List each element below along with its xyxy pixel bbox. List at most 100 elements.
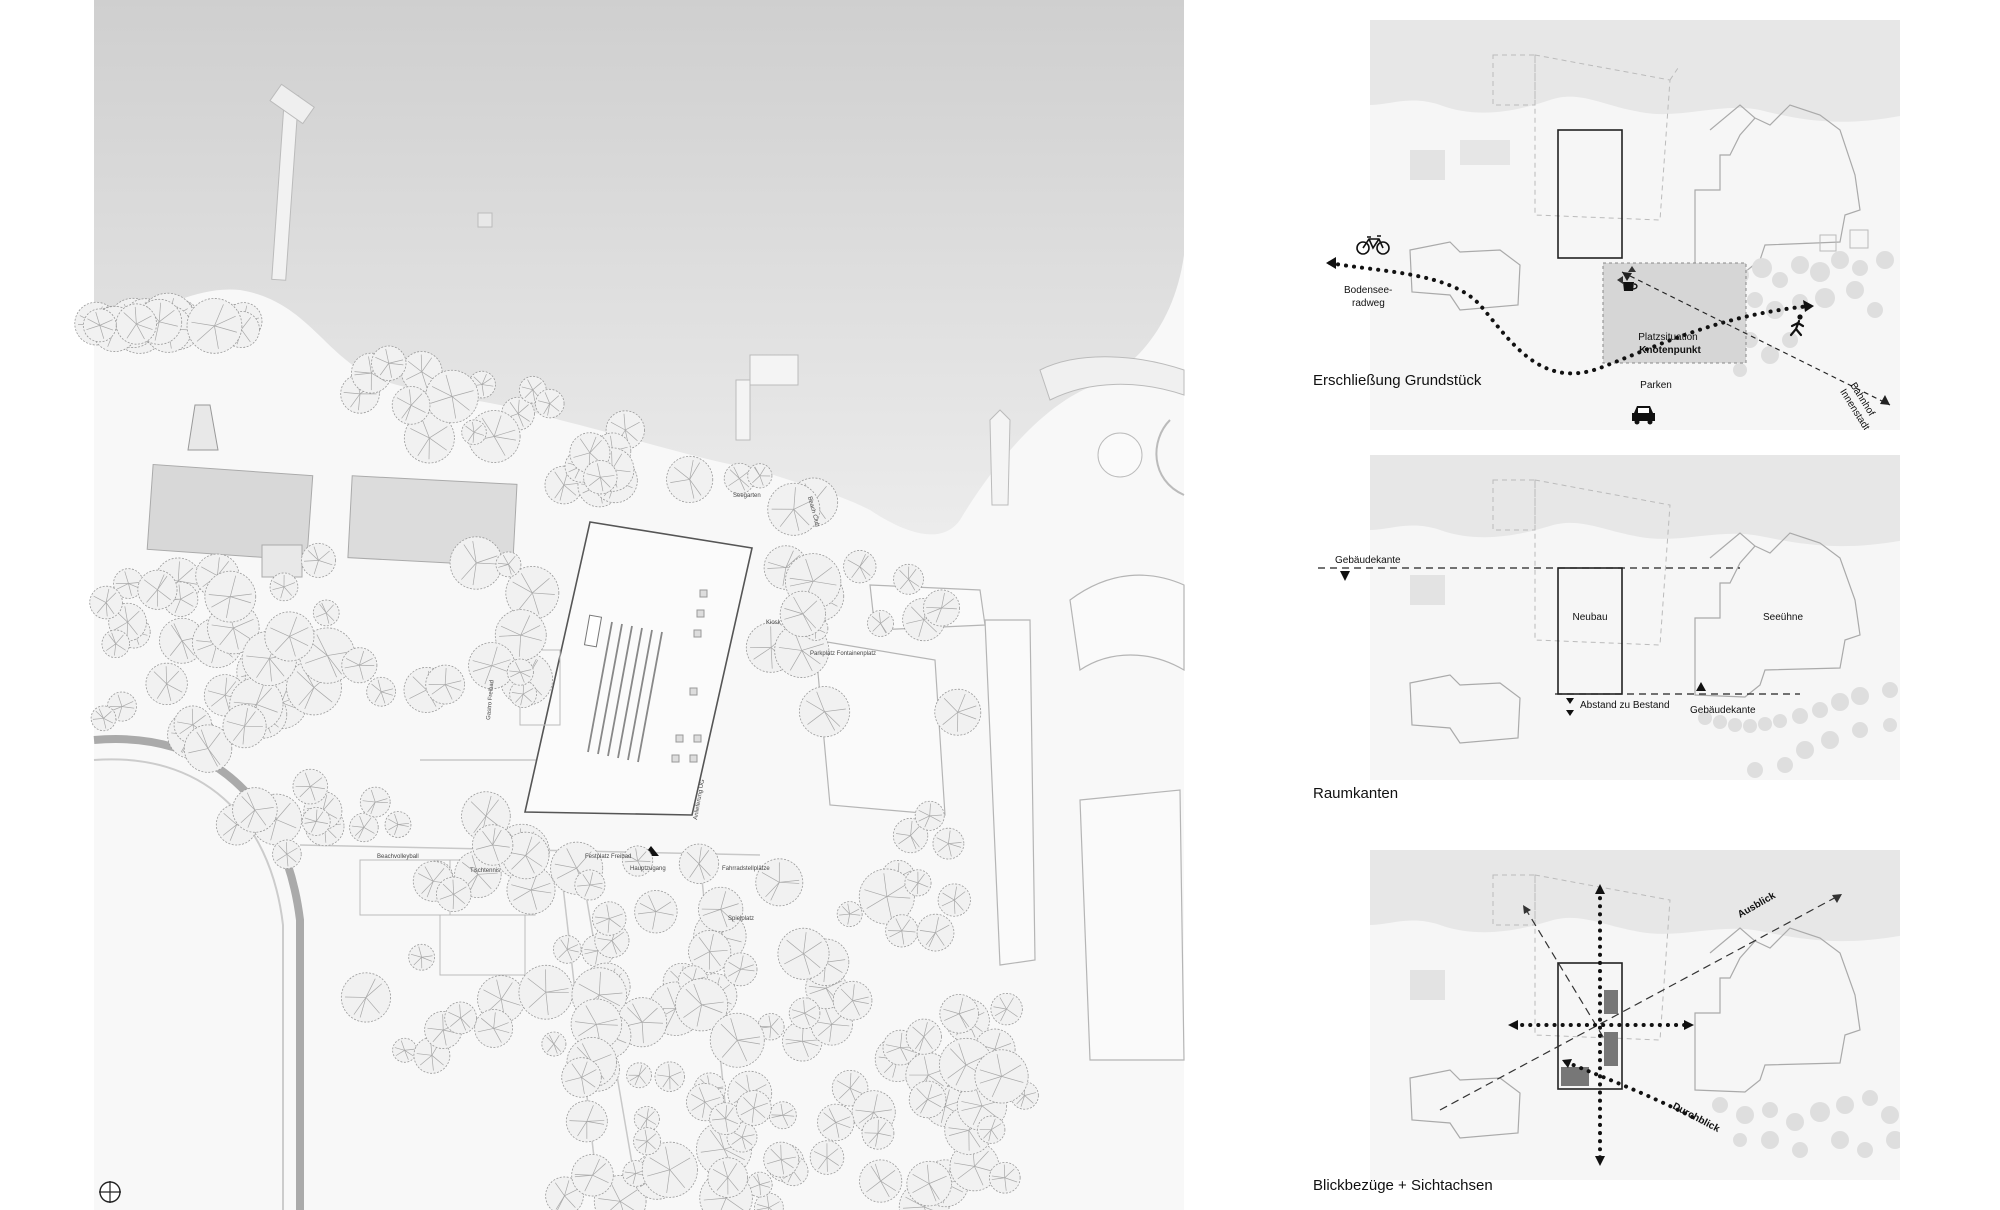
tree-canopy [496,552,521,577]
site-label: Seegarten [733,493,761,499]
tree-dot [1812,702,1828,718]
tree-canopy [293,769,328,804]
tree-canopy [542,1032,566,1056]
core-block [1604,990,1618,1014]
tree-canopy [906,1019,941,1054]
diagram-edges: Gebäudekante Neubau Seeühne Abstand zu B… [1300,440,1900,780]
tree-dot [1821,731,1839,749]
tree-dot [1752,258,1772,278]
tree-canopy [341,973,390,1022]
tree-canopy [472,825,512,865]
tree-dot [1766,301,1784,319]
tree-canopy [409,944,435,970]
core-block [1561,1067,1589,1086]
tree-dot [1852,722,1868,738]
tree-dot [1851,687,1869,705]
tree-canopy [265,612,314,661]
tree-canopy [475,1009,513,1047]
site-label: Hauptzugang [630,866,666,872]
tree-canopy [273,840,302,869]
tree-canopy [90,586,123,619]
tree-canopy [708,1158,748,1198]
tree-canopy [301,543,335,577]
tree-canopy [270,573,298,601]
tree-canopy [116,304,156,344]
tree-dot [1712,1097,1728,1113]
tree-canopy [736,1091,771,1126]
tree-canopy [710,1013,764,1067]
tree-dot [1772,272,1788,288]
tree-canopy [575,870,605,900]
tree-canopy [342,648,377,683]
tree-canopy [350,813,379,842]
tree-canopy [989,1162,1020,1193]
tree-canopy [450,537,502,589]
tree-canopy [426,665,465,704]
tree-canopy [635,890,677,932]
site-plan: Seegarten Beach Club Gastro Freibad Anli… [0,0,1190,1210]
tree-canopy [519,965,573,1019]
tree-dot [1831,251,1849,269]
tree-dot [1728,718,1742,732]
site-label: Spielplatz [728,916,754,922]
tree-canopy [592,902,626,936]
tree-canopy [426,370,479,423]
tree-canopy [698,887,742,931]
tree-dot [1792,708,1808,724]
harbour-round-structure [1098,433,1142,477]
tree-dot [1831,1131,1849,1149]
tree-canopy [667,456,713,502]
tree-canopy [205,571,256,622]
tree-canopy [933,828,964,859]
tree-dot [1762,1102,1778,1118]
diagram-access: Bodensee- radweg Platzsituation Knotenpu… [1300,10,1900,430]
diagram-base [1370,20,1900,430]
tree-canopy [187,298,242,353]
tree-dot [1810,262,1830,282]
tree-canopy [923,590,959,626]
tree-dot [1713,715,1727,729]
tree-canopy [445,1002,477,1034]
site-label: Tischtennis [470,868,500,874]
tree-dot [1881,1106,1899,1124]
tree-canopy [367,677,396,706]
tree-canopy [360,787,390,817]
tree-canopy [627,1063,652,1088]
existing-building-label: Seeühne [1763,612,1803,623]
site-label: Fahrradstellplätze [722,866,770,872]
tree-canopy [313,600,339,626]
tree-dot [1831,693,1849,711]
tree-canopy [634,1128,661,1155]
tree-canopy [886,915,918,947]
tree-dot [1791,256,1809,274]
tree-canopy [679,844,718,883]
tree-dot [1782,332,1798,348]
tree-canopy [102,630,130,658]
tree-dot [1796,741,1814,759]
edge-marker-icon [1340,571,1350,581]
site-label: Beachvolleyball [377,854,419,860]
caption-views: Blickbezüge + Sichtachsen [1313,1177,1493,1194]
tree-canopy [938,884,970,916]
diagram-views: Ausblick Durchblick [1300,840,1900,1180]
tree-canopy [867,610,893,636]
tree-canopy [940,994,979,1033]
tree-canopy [907,1161,952,1206]
tree-canopy [909,1081,946,1118]
tree-dot [1815,288,1835,308]
tree-dot [1733,363,1747,377]
tree-dot [1810,1102,1830,1122]
edge-label-bottom: Gebäudekante [1690,705,1756,716]
tree-dot [1857,1142,1873,1158]
tree-canopy [978,1116,1005,1143]
tree-dot [1852,260,1868,276]
parking-label: Parken [1640,380,1672,391]
tree-canopy [655,1062,685,1092]
tree-dot [1876,251,1894,269]
tree-canopy [572,1154,614,1196]
tree-canopy [778,928,829,979]
tree-canopy [535,389,564,418]
new-building-label: Neubau [1572,612,1607,623]
tree-canopy [584,460,617,493]
buoy [478,213,492,227]
